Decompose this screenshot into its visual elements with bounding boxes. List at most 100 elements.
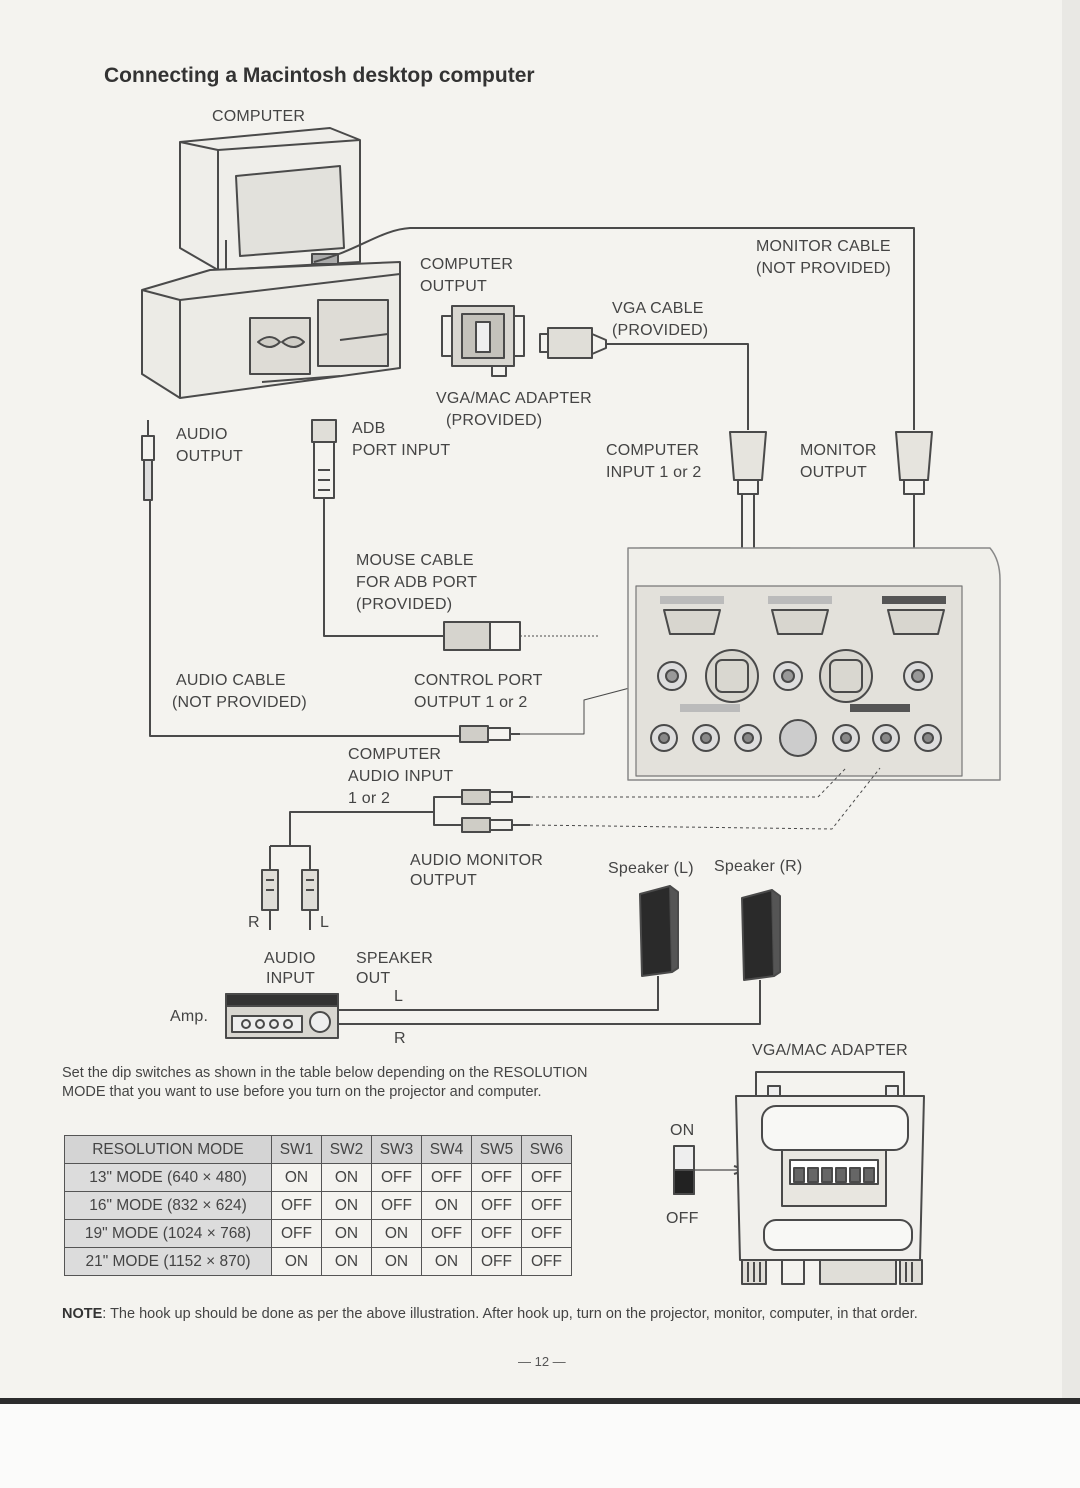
label-amp: Amp. [170,1008,209,1025]
label-vgamac-adapter-line1: VGA/MAC ADAPTER [436,390,592,407]
label-vgamac-adapter-line2: (PROVIDED) [446,412,543,429]
table-cell: OFF [421,1219,472,1248]
page-number: — 12 — [518,1354,566,1369]
table-cell: ON [371,1219,422,1248]
label-plug-l: L [320,914,330,931]
control-port-plug [459,679,661,743]
label-switch-on: ON [670,1122,695,1139]
table-cell: ON [421,1247,472,1276]
page-bottom-edge [0,1398,1080,1404]
table-header: SW2 [321,1135,372,1164]
label-vgamac-adapter-caption: VGA/MAC ADAPTER [752,1042,908,1059]
table-cell-mode: 19" MODE (1024 × 768) [64,1219,272,1248]
label-audio-input-line2: INPUT [266,970,315,987]
table-cell: ON [321,1219,372,1248]
rca-plugs [261,869,319,930]
note-label: NOTE [62,1306,103,1322]
table-row: 21" MODE (1152 × 870) ON ON ON ON OFF OF… [64,1247,572,1276]
note-text: : The hook up should be done as per the … [102,1306,918,1322]
audio-output-jack [141,420,460,737]
table-cell: ON [321,1163,372,1192]
label-mouse-cable-line2: FOR ADB PORT [356,574,478,591]
label-plug-r: R [248,914,260,931]
table-row: 13" MODE (640 × 480) ON ON OFF OFF OFF O… [64,1163,572,1192]
table-cell: ON [321,1247,372,1276]
page-title: Connecting a Macintosh desktop computer [104,64,535,87]
label-monitor-cable-line1: MONITOR CABLE [756,238,891,255]
speaker-left-illustration [330,885,679,1011]
table-cell: OFF [521,1247,572,1276]
table-cell: OFF [271,1191,322,1220]
table-cell: ON [321,1191,372,1220]
note-paragraph: NOTE: The hook up should be done as per … [62,1304,962,1325]
table-cell: OFF [471,1247,522,1276]
table-cell: OFF [371,1191,422,1220]
table-cell: OFF [371,1163,422,1192]
label-audio-monitor-output-line2: OUTPUT [410,872,477,889]
projector-panel-illustration [627,547,1001,781]
label-control-port-line1: CONTROL PORT [414,672,543,689]
table-header: SW4 [421,1135,472,1164]
table-cell-mode: 13" MODE (640 × 480) [64,1163,272,1192]
label-audio-output-line1: AUDIO [176,426,228,443]
vga-cable-line [606,343,749,430]
label-vga-cable-line2: (PROVIDED) [612,322,709,339]
vga-mac-adapter-large [735,1071,925,1285]
table-cell: OFF [271,1219,322,1248]
connection-diagram [141,127,1001,1285]
label-monitor-output-line1: MONITOR [800,442,877,459]
label-speaker-out-line2: OUT [356,970,391,987]
label-computer-input-line1: COMPUTER [606,442,700,459]
table-cell: OFF [471,1219,522,1248]
desktop-computer-illustration [141,261,401,399]
amp-illustration [225,993,339,1039]
table-cell: OFF [471,1191,522,1220]
label-computer-input-line2: INPUT 1 or 2 [606,464,702,481]
page-bottom-margin [0,1404,1080,1488]
computer-input-connector [729,431,767,548]
audio-input-plugs [269,767,881,870]
table-cell: OFF [521,1163,572,1192]
label-monitor-cable-line2: (NOT PROVIDED) [756,260,891,277]
label-switch-off: OFF [666,1210,699,1227]
table-cell: OFF [521,1191,572,1220]
table-cell: ON [271,1247,322,1276]
table-header: SW5 [471,1135,522,1164]
vga-cable-plug-illustration [539,327,749,430]
table-cell: OFF [471,1163,522,1192]
label-monitor-output-line2: OUTPUT [800,464,867,481]
label-speaker-out-l: L [394,988,404,1005]
adb-plug-illustration [311,419,600,651]
label-speaker-out-line1: SPEAKER [356,950,433,967]
table-header: SW1 [271,1135,322,1164]
label-computer-audio-input-line1: COMPUTER [348,746,442,763]
table-header: SW3 [371,1135,422,1164]
label-computer-audio-input-line2: AUDIO INPUT [348,768,454,785]
label-computer-output-line2: OUTPUT [420,278,487,295]
label-audio-cable-line1: AUDIO CABLE [176,672,286,689]
table-cell-mode: 21" MODE (1152 × 870) [64,1247,272,1276]
label-speaker-out-r: R [394,1030,406,1047]
monitor-cable-line [313,227,915,430]
label-audio-input-line1: AUDIO [264,950,316,967]
resolution-mode-table: RESOLUTION MODE SW1 SW2 SW3 SW4 SW5 SW6 … [64,1135,572,1276]
table-cell-mode: 16" MODE (832 × 624) [64,1191,272,1220]
dip-switch-illustration [673,1145,747,1195]
table-header-row: RESOLUTION MODE SW1 SW2 SW3 SW4 SW5 SW6 [64,1135,572,1164]
page-edge-shadow [1062,0,1080,1398]
speaker-right-illustration [330,889,781,1025]
label-vga-cable-line1: VGA CABLE [612,300,704,317]
vga-mac-adapter-illustration [441,305,525,377]
label-audio-monitor-output-line1: AUDIO MONITOR [410,852,543,869]
table-cell: ON [371,1247,422,1276]
label-speaker-right: Speaker (R) [714,858,803,875]
instruction-text: Set the dip switches as shown in the tab… [62,1065,588,1100]
label-audio-cable-line2: (NOT PROVIDED) [172,694,307,711]
label-computer-output-line1: COMPUTER [420,256,514,273]
table-row: 19" MODE (1024 × 768) OFF ON ON OFF OFF … [64,1219,572,1248]
label-mouse-cable-line1: MOUSE CABLE [356,552,474,569]
label-speaker-left: Speaker (L) [608,860,694,877]
label-computer-audio-input-line3: 1 or 2 [348,790,391,807]
label-control-port-line2: OUTPUT 1 or 2 [414,694,528,711]
table-row: 16" MODE (832 × 624) OFF ON OFF ON OFF O… [64,1191,572,1220]
